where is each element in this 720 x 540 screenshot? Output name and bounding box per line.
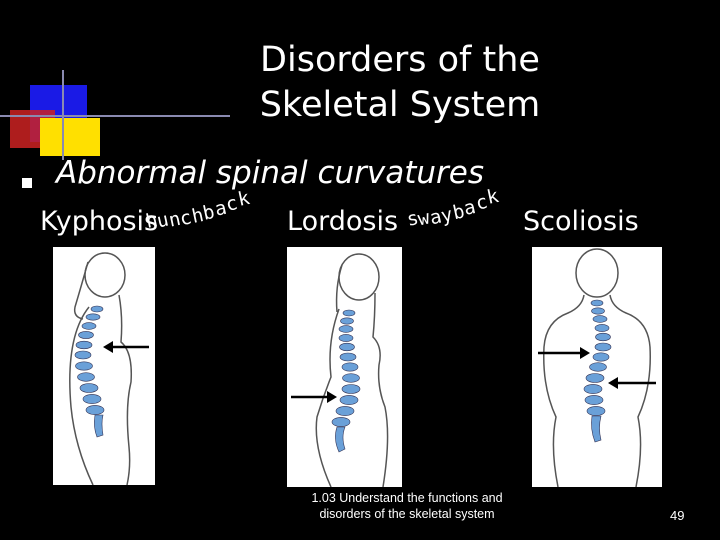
decor-horizontal-line bbox=[0, 115, 230, 117]
slide-title: Disorders of the Skeletal System bbox=[210, 38, 590, 128]
lordosis-label: Lordosis bbox=[287, 206, 399, 237]
hunchback-label: hunchback bbox=[144, 187, 251, 233]
footer-line-2: disorders of the skeletal system bbox=[319, 507, 495, 521]
title-line-1: Disorders of the bbox=[260, 40, 540, 80]
footer-line-1: 1.03 Understand the functions and bbox=[311, 491, 503, 505]
decor-yellow-square bbox=[40, 118, 100, 156]
page-number: 49 bbox=[670, 508, 685, 523]
footer-text: 1.03 Understand the functions and disord… bbox=[282, 490, 532, 522]
scoliosis-image bbox=[532, 247, 662, 488]
title-line-2: Skeletal System bbox=[259, 85, 541, 125]
lordosis-image bbox=[287, 247, 402, 488]
kyphosis-label: Kyphosis bbox=[40, 206, 159, 237]
bullet-text: Abnormal spinal curvatures bbox=[56, 155, 485, 191]
scoliosis-label: Scoliosis bbox=[523, 206, 639, 237]
swayback-label: swayback bbox=[405, 185, 501, 231]
bullet-square-icon bbox=[22, 178, 32, 188]
kyphosis-image bbox=[53, 247, 155, 486]
